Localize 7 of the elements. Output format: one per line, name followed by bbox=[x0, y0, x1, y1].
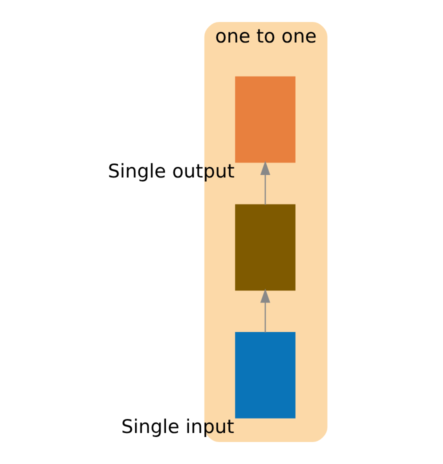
node-label: Single input bbox=[121, 416, 234, 438]
node-box bbox=[235, 204, 296, 291]
arrow bbox=[260, 288, 270, 333]
arrow bbox=[260, 160, 270, 205]
node-label: Single output bbox=[108, 160, 235, 182]
node-box bbox=[235, 76, 296, 163]
node-box bbox=[235, 332, 296, 418]
